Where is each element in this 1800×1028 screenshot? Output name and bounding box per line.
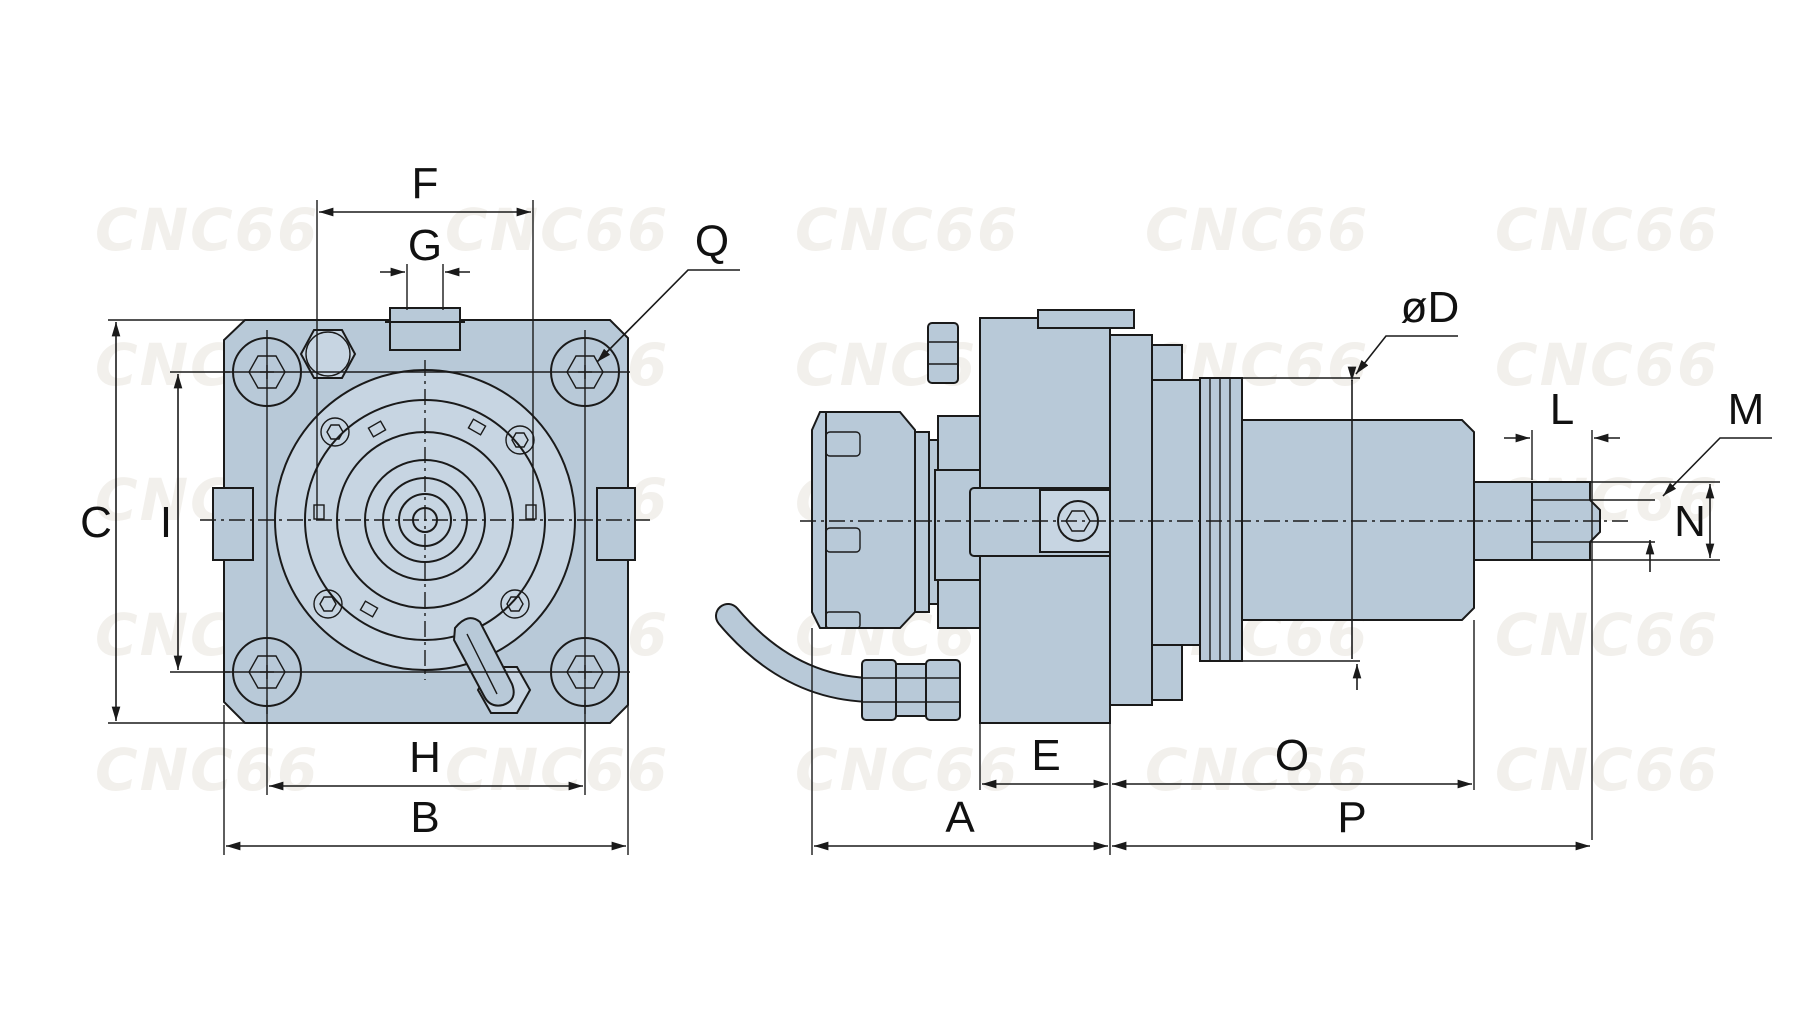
dim-label-O: O <box>1275 731 1309 780</box>
watermark-text: CNC66 <box>795 736 1019 804</box>
threaded-collar <box>1199 377 1243 662</box>
dim-label-B: B <box>410 793 439 842</box>
watermark-text: CNC66 <box>1495 196 1719 264</box>
dim-label-E: E <box>1031 731 1060 780</box>
dim-label-A: A <box>945 793 975 842</box>
watermark-text: CNC66 <box>1145 736 1369 804</box>
watermark-text: CNC66 <box>1495 331 1719 399</box>
dim-label-G: G <box>408 221 442 270</box>
dim-label-P: P <box>1337 793 1366 842</box>
flange-screw-3 <box>313 589 343 619</box>
hex-nut-top <box>299 329 357 379</box>
main-shank <box>1241 419 1475 621</box>
dim-label-L: L <box>1550 385 1574 434</box>
flange-screw-4 <box>500 589 530 619</box>
left-key-block <box>212 487 254 561</box>
watermark-text: CNC66 <box>95 736 319 804</box>
watermark-text: CNC66 <box>445 196 669 264</box>
dim-label-M: M <box>1728 385 1765 434</box>
watermark-text: CNC66 <box>1495 601 1719 669</box>
dim-label-N: N <box>1674 497 1706 546</box>
dim-label-I: I <box>160 498 172 547</box>
right-key-block <box>596 487 636 561</box>
front-view <box>200 307 650 724</box>
watermark-text: CNC66 <box>445 736 669 804</box>
dim-label-F: F <box>412 159 439 208</box>
dim-label-D: øD <box>1401 283 1460 332</box>
top-key-block <box>389 307 461 351</box>
watermark-text: CNC66 <box>795 196 1019 264</box>
front-dimensions: F G Q C I H B <box>80 159 740 855</box>
watermark-text: CNC66 <box>1145 196 1369 264</box>
watermark-text: CNC66 <box>1495 736 1719 804</box>
side-dimensions: øD L M N E O A P <box>811 283 1772 855</box>
collet-nut <box>811 411 916 629</box>
hose-fitting-1 <box>861 659 897 721</box>
dim-label-Q: Q <box>695 217 729 266</box>
coolant-lever <box>452 617 515 707</box>
dim-label-C: C <box>80 498 112 547</box>
hose-fitting-2 <box>925 659 961 721</box>
top-side-nut <box>927 322 959 384</box>
flange-screw-1 <box>320 417 350 447</box>
side-view <box>715 309 1630 724</box>
dim-label-H: H <box>409 733 441 782</box>
flange-screw-2 <box>505 425 535 455</box>
watermark-text: CNC66 <box>95 196 319 264</box>
